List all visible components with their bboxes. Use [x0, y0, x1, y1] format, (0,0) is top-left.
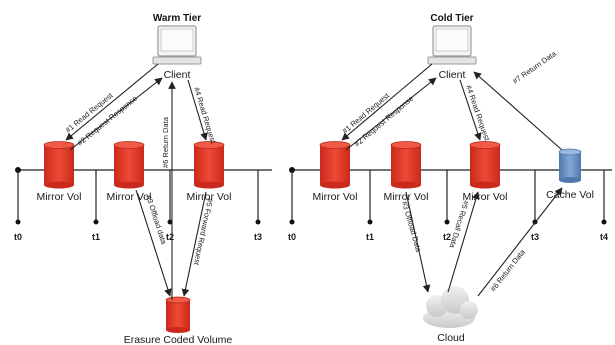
arrow-read-request	[65, 63, 159, 141]
volume-label: Mirror Vol	[384, 191, 429, 203]
volume-label: Mirror Vol	[313, 191, 358, 203]
arrow-return-data-2	[477, 187, 563, 297]
tick-label: t4	[600, 232, 608, 242]
tick-label: t1	[92, 232, 100, 242]
mirror-volume-icon	[319, 141, 351, 189]
tick-label: t0	[288, 232, 296, 242]
volume-label: Mirror Vol	[37, 191, 82, 203]
timeline-ticks	[289, 170, 607, 225]
cold-tier-title: Cold Tier	[430, 13, 473, 24]
mirror-volume-icon	[113, 141, 145, 189]
arrow-offload-data	[405, 191, 431, 293]
arrow-forward-request	[181, 191, 207, 297]
arrow-offload-data	[135, 189, 172, 297]
tick-label: t0	[14, 232, 22, 242]
client-label: Client	[164, 69, 191, 81]
tick-label: t2	[166, 232, 174, 242]
client-computer-icon	[427, 25, 477, 65]
arrow-label: #7 Return Data	[511, 49, 559, 86]
arrow-label: #6 Return Data	[161, 116, 170, 168]
volume-label: Mirror Vol	[107, 191, 152, 203]
mirror-volume-icon	[43, 141, 75, 189]
arrow-return-data	[473, 71, 563, 151]
arrow-read-request-2	[459, 79, 482, 141]
arrow-recall-data	[447, 191, 480, 293]
arrow-label: #1 Read Request	[64, 90, 116, 134]
arrow-read-request	[341, 63, 433, 141]
tick-label: t2	[443, 232, 451, 242]
arrow-label: #6 Return Data	[488, 247, 527, 293]
arrow-label: #3 Offload Data	[400, 200, 423, 254]
erasure-coded-volume-label: Erasure Coded Volume	[124, 334, 233, 345]
arrow-request-response	[69, 77, 163, 151]
arrow-request-response	[345, 77, 437, 151]
arrow-read-request-2	[187, 79, 208, 141]
mirror-volume-icon	[469, 141, 501, 189]
timeline-ticks	[15, 170, 261, 225]
mirror-volume-icon	[193, 141, 225, 189]
tick-label: t3	[531, 232, 539, 242]
tick-label: t3	[254, 232, 262, 242]
arrow-label: #1 Read Request	[341, 91, 392, 136]
arrow-label: #3 Offload data	[144, 194, 169, 246]
cache-volume-icon	[558, 148, 582, 183]
cold-tier-panel: Cold Tier Client t0 t1 t2 t3 t4 Mirror V…	[288, 13, 612, 344]
cloud-label: Cloud	[437, 332, 465, 344]
cloud-icon	[423, 286, 478, 328]
client-computer-icon	[152, 25, 202, 65]
arrow-label: #5 Forward Request	[192, 198, 215, 267]
warm-tier-title: Warm Tier	[153, 13, 201, 24]
client-label: Client	[439, 69, 466, 81]
mirror-volume-icon	[390, 141, 422, 189]
erasure-coded-volume-icon	[165, 296, 191, 333]
volume-label: Mirror Vol	[187, 191, 232, 203]
tick-label: t1	[366, 232, 374, 242]
arrow-label: #5 Recall Data	[447, 199, 470, 249]
warm-tier-panel: Warm Tier Client t0 t1 t2 t3 Mirror Vol	[14, 13, 272, 345]
